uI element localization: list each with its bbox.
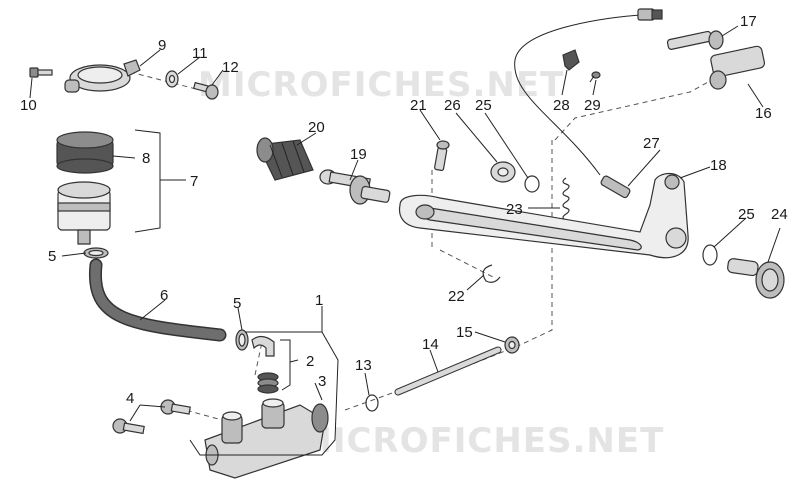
callout-20: 20: [308, 119, 325, 136]
callout-12: 12: [222, 59, 239, 76]
master-cylinder-part-3: [204, 398, 329, 479]
callout-23: 23: [506, 201, 523, 218]
callout-11: 11: [192, 45, 208, 62]
hose-part-6: [88, 258, 227, 342]
callout-2: 2: [306, 353, 314, 370]
o-ring-part-13: [365, 394, 379, 412]
callout-25-lower: 25: [738, 206, 755, 223]
callout-18: 18: [710, 157, 727, 174]
callout-9: 9: [158, 37, 166, 54]
callout-5-lower: 5: [233, 295, 241, 312]
callout-labels: 9 11 12 10 8 7 5 6 5 1 2 3 4 13 14 15 16…: [20, 13, 788, 407]
reservoir-body-part-7: [57, 181, 111, 245]
callout-16: 16: [755, 105, 772, 122]
callout-22: 22: [448, 288, 465, 305]
watermark-bottom: MICROFICHES.NET: [298, 421, 664, 461]
brake-switch-cable-part-27: [514, 8, 663, 199]
group-bracket-lines: [134, 129, 339, 456]
screw-part-29: [589, 71, 601, 83]
callout-8: 8: [142, 150, 150, 167]
callout-14: 14: [422, 336, 439, 353]
bracket-part-28: [562, 49, 580, 71]
ring-part-25-upper: [524, 175, 540, 193]
callout-13: 13: [355, 357, 372, 374]
hose-clip-part-5-upper: [83, 247, 109, 259]
brake-pedal-part-18: [398, 172, 689, 259]
callout-10: 10: [20, 97, 37, 114]
callout-7: 7: [190, 173, 198, 190]
long-bolt-part-14: [394, 346, 502, 396]
callout-6: 6: [160, 287, 168, 304]
screw-part-12: [192, 81, 219, 100]
callout-24: 24: [771, 206, 788, 223]
ring-part-25-lower: [702, 244, 718, 266]
reservoir-clamp-part-9: [64, 59, 141, 93]
bolt-part-21: [434, 140, 450, 171]
pivot-bolt-part-24: [727, 258, 785, 299]
callout-29: 29: [584, 97, 601, 114]
nut-part-15: [504, 336, 520, 354]
reservoir-cap-part-8: [56, 131, 114, 174]
clevis-part-16: [709, 45, 766, 90]
watermark-top: MICROFICHES.NET: [198, 65, 564, 105]
callout-leader-lines: [29, 25, 781, 422]
callout-25-upper: 25: [475, 97, 492, 114]
bolt-part-10: [29, 67, 53, 78]
washer-part-26: [490, 161, 516, 183]
callout-28: 28: [553, 97, 570, 114]
callout-4: 4: [126, 390, 134, 407]
bolts-part-4: [112, 399, 191, 435]
hose-clip-part-5-lower: [235, 329, 249, 351]
rubber-boot-part-20: [256, 137, 314, 181]
pin-part-17: [666, 30, 724, 50]
callout-27: 27: [643, 135, 660, 152]
callout-15: 15: [456, 324, 473, 341]
callout-21: 21: [410, 97, 427, 114]
clip-part-22: [482, 264, 501, 283]
hose-fitting-part-2: [251, 335, 279, 394]
callout-17: 17: [740, 13, 757, 30]
push-rod-part-19: [319, 169, 391, 205]
washer-part-11: [165, 70, 179, 88]
callout-5-upper: 5: [48, 248, 56, 265]
callout-1: 1: [315, 292, 323, 309]
callout-3: 3: [318, 373, 326, 390]
callout-26: 26: [444, 97, 461, 114]
callout-19: 19: [350, 146, 367, 163]
